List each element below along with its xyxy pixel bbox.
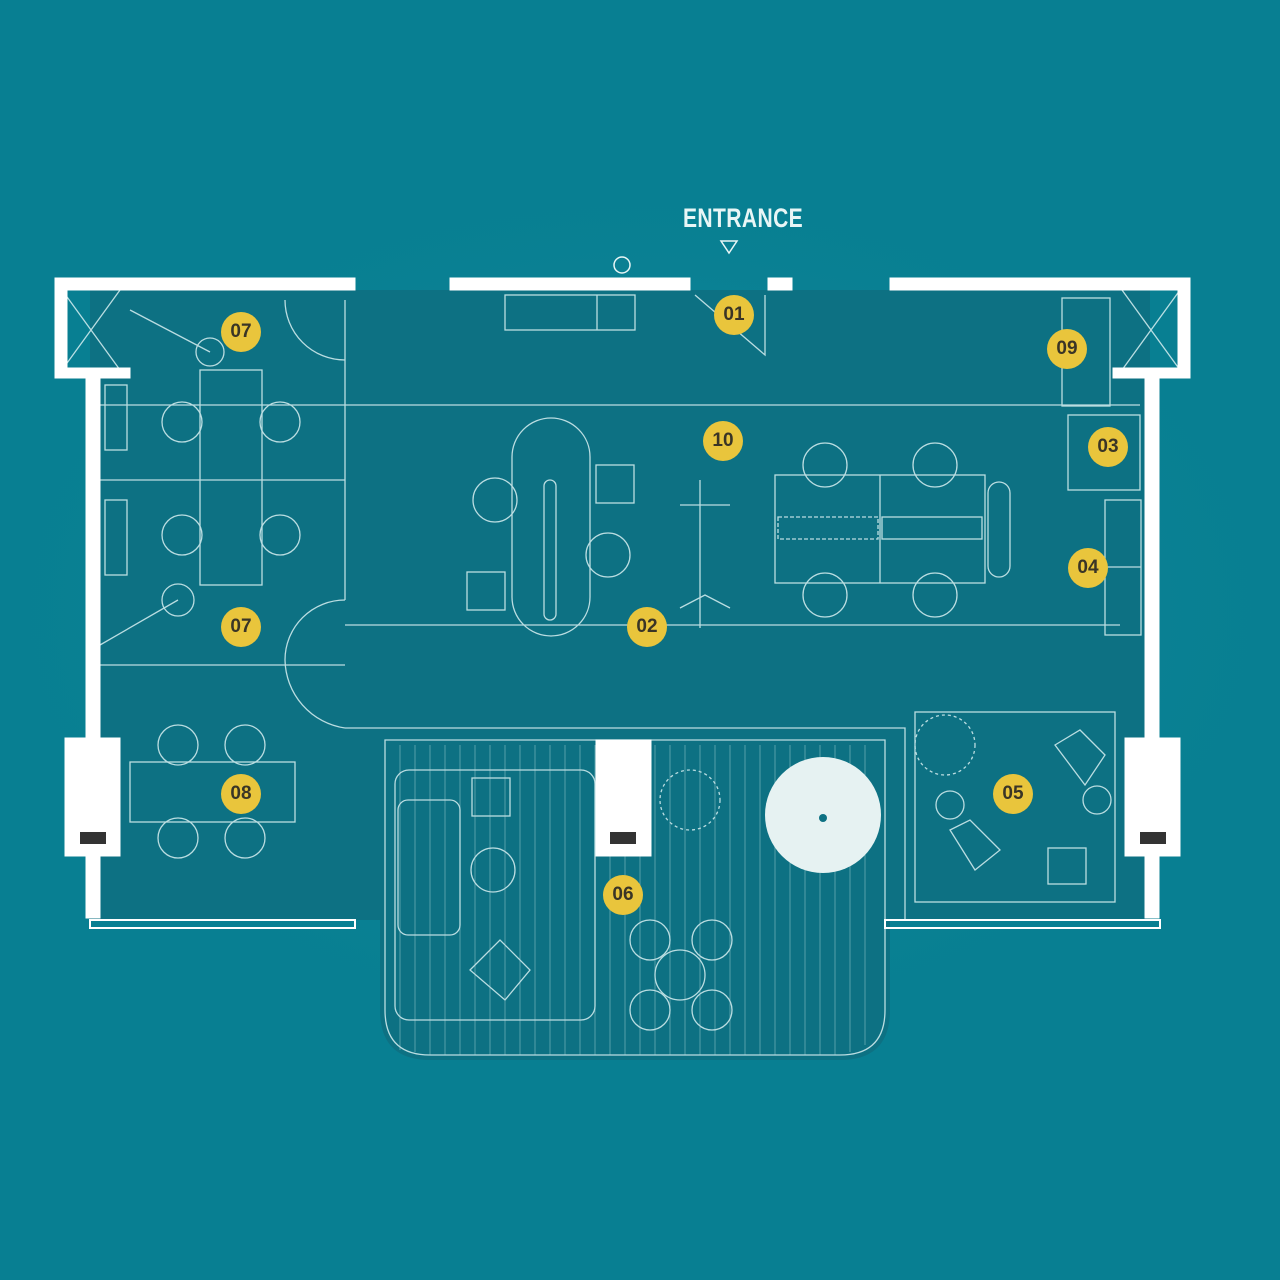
walls: [54, 277, 1191, 929]
entrance-label: ENTRANCE: [683, 203, 804, 233]
entrance-bell-icon: [613, 256, 631, 274]
marker-02[interactable]: 02: [627, 607, 667, 647]
marker-07-bottom[interactable]: 07: [221, 607, 261, 647]
marker-09[interactable]: 09: [1047, 329, 1087, 369]
marker-10[interactable]: 10: [703, 421, 743, 461]
marker-03[interactable]: 03: [1088, 427, 1128, 467]
entrance-arrow-icon: [719, 240, 739, 255]
marker-04[interactable]: 04: [1068, 548, 1108, 588]
left-rooms-wall: [100, 300, 1140, 920]
marker-06[interactable]: 06: [603, 875, 643, 915]
terrace-outline: [384, 739, 886, 1056]
marker-01[interactable]: 01: [714, 295, 754, 335]
marker-05[interactable]: 05: [993, 774, 1033, 814]
marker-08[interactable]: 08: [221, 774, 261, 814]
marker-07-top[interactable]: 07: [221, 312, 261, 352]
round-rug: [765, 757, 881, 873]
